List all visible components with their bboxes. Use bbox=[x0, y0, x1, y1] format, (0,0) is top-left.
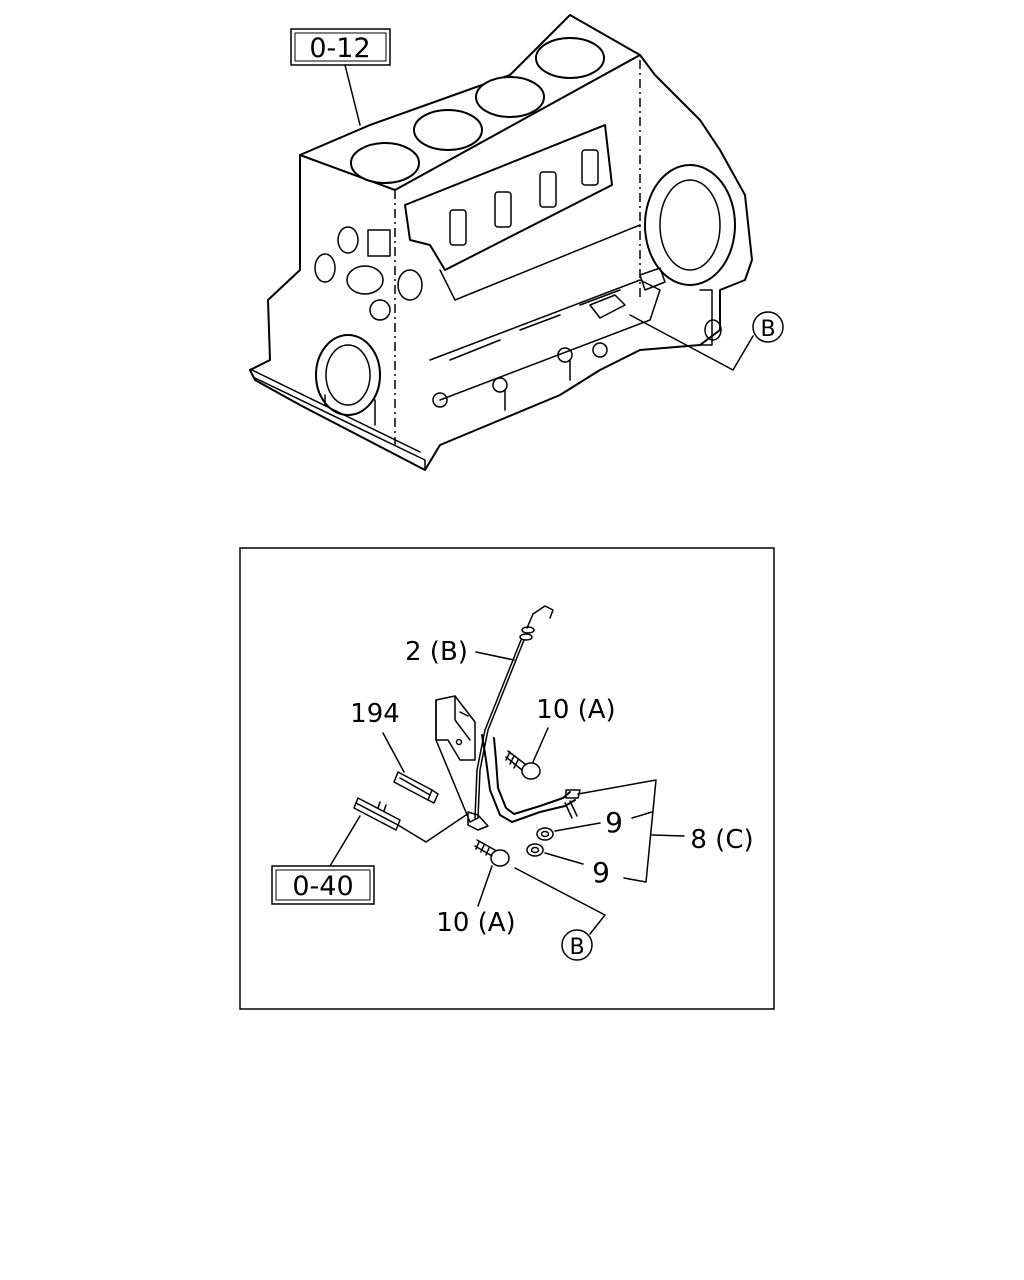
leader-gasket-upper bbox=[554, 822, 601, 832]
b-marker-upper-label: B bbox=[760, 317, 775, 342]
leader-oil-ref bbox=[329, 815, 361, 867]
bolt-lower-illustration bbox=[474, 839, 510, 867]
leader-guide-tube bbox=[577, 779, 685, 883]
ref-box-oil[interactable]: 0-40 bbox=[271, 865, 375, 905]
gasket-upper-illustration bbox=[536, 827, 554, 841]
bolt-upper-illustration bbox=[505, 750, 541, 780]
bracket-illustration bbox=[435, 695, 479, 823]
label-level-gauge[interactable]: 2 (B) bbox=[405, 637, 468, 667]
label-bolt-lower[interactable]: 10 (A) bbox=[436, 908, 515, 938]
leader-part-194 bbox=[382, 732, 405, 773]
leader-gasket-lower bbox=[544, 852, 584, 865]
label-gasket-upper[interactable]: 9 bbox=[605, 806, 623, 839]
part-194-illustration bbox=[393, 771, 439, 804]
b-marker-lower[interactable]: B bbox=[561, 929, 593, 961]
ref-label-oil: 0-40 bbox=[292, 871, 353, 902]
label-bolt-upper[interactable]: 10 (A) bbox=[536, 695, 615, 725]
oil-part-illustration bbox=[353, 797, 401, 831]
leader-bolt-lower bbox=[477, 865, 493, 907]
b-marker-lower-label: B bbox=[569, 935, 584, 960]
leader-b-lower bbox=[514, 867, 606, 935]
label-gasket-lower[interactable]: 9 bbox=[592, 856, 610, 889]
ref-box-block[interactable]: 0-12 bbox=[290, 28, 391, 66]
leader-block bbox=[344, 64, 361, 126]
leader-oil-to-tube bbox=[397, 814, 467, 843]
leader-level-gauge bbox=[475, 651, 515, 661]
detail-frame bbox=[239, 547, 775, 1010]
gasket-lower-illustration bbox=[526, 843, 544, 857]
leader-bolt-upper bbox=[532, 727, 549, 763]
ref-label-block: 0-12 bbox=[309, 33, 370, 64]
b-marker-upper[interactable]: B bbox=[752, 311, 784, 343]
guide-tube-illustration bbox=[467, 734, 581, 831]
label-guide-tube[interactable]: 8 (C) bbox=[690, 825, 753, 855]
label-part-194[interactable]: 194 bbox=[350, 699, 400, 729]
leader-b-upper bbox=[629, 314, 754, 371]
engine-block-illustration bbox=[249, 14, 753, 471]
